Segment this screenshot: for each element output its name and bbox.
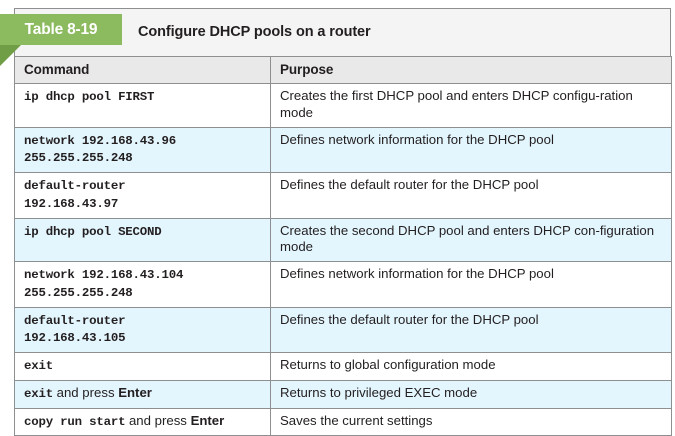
- table-row: network 192.168.43.104 255.255.255.248 De…: [14, 261, 672, 308]
- cell-command: network 192.168.43.96 255.255.255.248: [14, 126, 271, 174]
- command-text: copy run start: [24, 414, 126, 429]
- purpose-text: Defines network information for the DHCP…: [280, 266, 554, 282]
- purpose-text: Returns to privileged EXEC mode: [280, 384, 478, 400]
- cell-purpose: Returns to privileged EXEC mode: [270, 379, 672, 409]
- keyboard-key-label: Enter: [118, 384, 152, 400]
- ribbon-fold-corner: [0, 45, 21, 66]
- cell-command: exit: [14, 352, 271, 381]
- keyboard-key-label: Enter: [190, 412, 225, 428]
- command-text: ip dhcp pool SECOND: [24, 224, 162, 239]
- command-text: default-router 192.168.43.97: [24, 179, 126, 211]
- cell-purpose: Creates the first DHCP pool and enters D…: [270, 83, 672, 128]
- cell-purpose: Defines network information for the DHCP…: [270, 126, 672, 174]
- table-body: ip dhcp pool FIRST Creates the first DHCP…: [14, 83, 672, 436]
- table-row: copy run start and press Enter Saves the …: [14, 407, 672, 436]
- table-header-row: Command Purpose: [14, 56, 672, 84]
- column-header-purpose: Purpose: [270, 56, 672, 84]
- purpose-text: Creates the second DHCP pool and enters …: [280, 222, 655, 255]
- command-text: default-router 192.168.43.105: [24, 313, 126, 346]
- table-caption-title: Configure DHCP pools on a router: [138, 24, 371, 40]
- dhcp-config-table: Command Purpose ip dhcp pool FIRST Create…: [14, 56, 672, 436]
- table-row: network 192.168.43.96 255.255.255.248 Def…: [14, 126, 672, 174]
- cell-command: network 192.168.43.104 255.255.255.248: [14, 261, 271, 308]
- purpose-text: Creates the first DHCP pool and enters D…: [280, 88, 633, 120]
- command-text: exit: [24, 386, 53, 401]
- cell-purpose: Saves the current settings: [270, 407, 672, 436]
- table-row: ip dhcp pool FIRST Creates the first DHCP…: [14, 83, 672, 128]
- purpose-text: Defines the default router for the DHCP …: [280, 177, 539, 193]
- cell-purpose: Defines the default router for the DHCP …: [270, 306, 672, 354]
- cell-command: ip dhcp pool FIRST: [14, 83, 271, 128]
- table-row: exit Returns to global configuration mode: [14, 352, 672, 381]
- column-header-command: Command: [14, 56, 271, 84]
- cell-purpose: Defines network information for the DHCP…: [270, 261, 672, 308]
- cell-command: ip dhcp pool SECOND: [14, 217, 271, 263]
- cell-purpose: Returns to global configuration mode: [270, 352, 672, 381]
- command-suffix-text: and press: [52, 384, 119, 400]
- table-number-label: Table 8-19: [24, 21, 98, 38]
- table-number-ribbon: Table 8-19: [0, 14, 122, 45]
- purpose-text: Returns to global configuration mode: [280, 357, 496, 373]
- purpose-text: Saves the current settings: [280, 412, 433, 428]
- purpose-text: Defines the default router for the DHCP …: [280, 311, 539, 327]
- cell-command: default-router 192.168.43.105: [14, 306, 271, 354]
- command-text: network 192.168.43.96 255.255.255.248: [24, 133, 176, 166]
- purpose-text: Defines network information for the DHCP…: [280, 131, 554, 147]
- caption-band: Configure DHCP pools on a router: [15, 9, 670, 57]
- table-row: exit and press Enter Returns to privilege…: [14, 379, 672, 409]
- command-text: ip dhcp pool FIRST: [24, 90, 155, 104]
- command-suffix-text: and press: [125, 412, 191, 428]
- cell-command: exit and press Enter: [14, 379, 271, 409]
- command-text: network 192.168.43.104 255.255.255.248: [24, 268, 184, 300]
- table-row: default-router 192.168.43.105 Defines the…: [14, 306, 672, 354]
- cell-purpose: Defines the default router for the DHCP …: [270, 172, 672, 219]
- command-text: exit: [24, 359, 53, 374]
- cell-command: default-router 192.168.43.97: [14, 172, 271, 219]
- table-row: default-router 192.168.43.97 Defines the …: [14, 172, 672, 219]
- table-row: ip dhcp pool SECOND Creates the second DH…: [14, 217, 672, 263]
- cell-purpose: Creates the second DHCP pool and enters …: [270, 217, 672, 263]
